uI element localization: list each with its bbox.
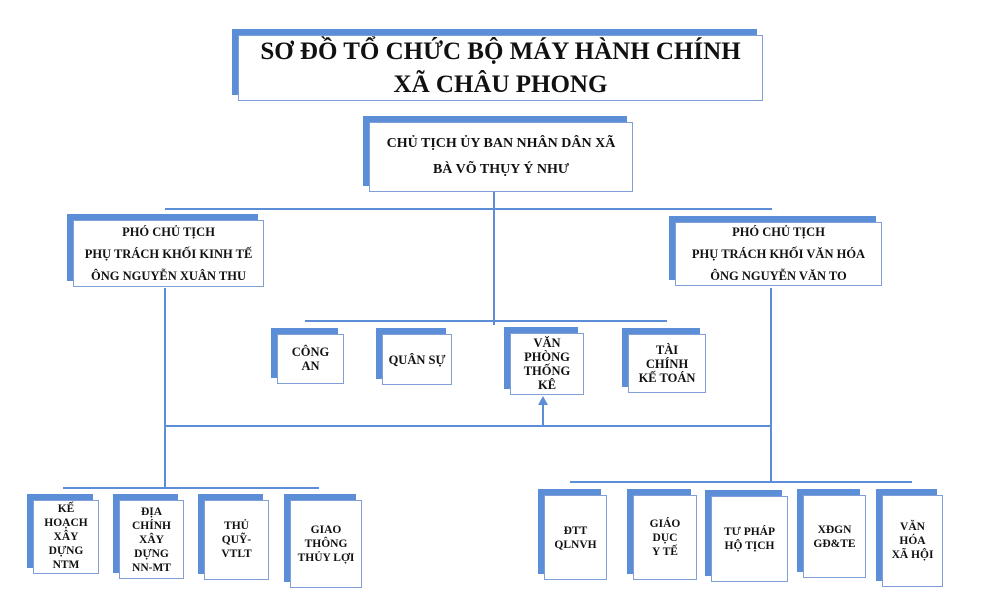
unit-education-line-2: DỤC xyxy=(652,531,678,544)
unit-poverty-line-1: XĐGN xyxy=(817,523,852,536)
economic-units-bar xyxy=(63,487,319,489)
unit-land-line-3: XÂY xyxy=(139,533,164,546)
unit-planning-line-2: HOẠCH xyxy=(44,517,88,529)
unit-police-line-2: AN xyxy=(301,359,320,373)
vice-chairman-culture-box: PHÓ CHỦ TỊCH PHỤ TRÁCH KHỐI VĂN HÓA ÔNG … xyxy=(675,222,882,286)
vice-culture-drop xyxy=(770,288,772,481)
unit-planning-line-1: KẾ xyxy=(57,503,75,515)
vice-culture-title: PHÓ CHỦ TỊCH xyxy=(732,225,825,239)
vice-culture-name: ÔNG NGUYỄN VĂN TO xyxy=(710,269,847,283)
bottom-horizontal-connector xyxy=(164,425,772,427)
unit-office-line-4: KÊ xyxy=(537,378,557,392)
title-line-1: SƠ ĐỒ TỔ CHỨC BỘ MÁY HÀNH CHÍNH xyxy=(260,38,741,65)
vice-economic-title: PHÓ CHỦ TỊCH xyxy=(122,224,215,239)
unit-police-line-1: CÔNG xyxy=(291,345,330,359)
unit-military: QUÂN SỰ xyxy=(382,334,452,385)
unit-cultural-center: ĐTT QLNVH xyxy=(544,495,607,580)
unit-culture-society-line-3: XÃ HỘI xyxy=(891,549,934,561)
unit-transport-line-1: GIAO xyxy=(310,524,342,536)
vice-economic-name: ÔNG NGUYỄN XUÂN THU xyxy=(91,268,246,283)
unit-statistics-office: VĂN PHÒNG THỐNG KÊ xyxy=(510,333,584,395)
vice-economic-role: PHỤ TRÁCH KHỐI KINH TẾ xyxy=(84,246,253,261)
unit-military-line-1: QUÂN SỰ xyxy=(388,352,446,367)
unit-office-line-3: THỐNG xyxy=(523,364,571,378)
unit-planning-line-5: NTM xyxy=(52,559,80,571)
unit-education-line-3: Y TẾ xyxy=(652,545,678,558)
unit-land-line-5: NN-MT xyxy=(132,561,171,574)
unit-education-health: GIÁO DỤC Y TẾ xyxy=(633,495,697,580)
chairman-name: BÀ VÕ THỤY Ý NHƯ xyxy=(432,162,570,177)
culture-units-bar xyxy=(570,481,912,483)
unit-treasury: THỦ QUỸ- VTLT xyxy=(204,500,269,580)
vice-horizontal-connector xyxy=(165,208,772,210)
chairman-title: CHỦ TỊCH ỦY BAN NHÂN DÂN XÃ xyxy=(386,136,616,151)
unit-culture-society-line-2: HÓA xyxy=(899,535,926,547)
unit-justice-line-1: TƯ PHÁP xyxy=(724,526,775,538)
unit-transport-line-2: THÔNG xyxy=(304,538,348,550)
unit-justice-civil: TƯ PHÁP HỘ TỊCH xyxy=(711,496,788,582)
unit-police: CÔNG AN xyxy=(277,334,344,384)
unit-office-line-2: PHÒNG xyxy=(524,350,570,364)
unit-cultural-center-line-2: QLNVH xyxy=(554,538,597,551)
chart-title: SƠ ĐỒ TỔ CHỨC BỘ MÁY HÀNH CHÍNH XÃ CHÂU … xyxy=(238,35,763,101)
unit-land-admin: ĐỊA CHÍNH XÂY DỰNG NN-MT xyxy=(119,500,184,579)
unit-poverty-line-2: GĐ&TE xyxy=(813,537,856,550)
unit-transport-irrigation: GIAO THÔNG THỦY LỢI xyxy=(290,500,362,588)
mid-units-connector xyxy=(305,320,667,322)
unit-poverty-family: XĐGN GĐ&TE xyxy=(803,495,866,578)
unit-finance-line-3: KẾ TOÁN xyxy=(638,370,696,385)
unit-finance-line-1: TÀI xyxy=(655,342,679,357)
chairman-box: CHỦ TỊCH ỦY BAN NHÂN DÂN XÃ BÀ VÕ THỤY Ý… xyxy=(369,122,633,192)
unit-treasury-line-3: VTLT xyxy=(221,548,252,560)
unit-culture-society: VĂN HÓA XÃ HỘI xyxy=(882,495,943,587)
unit-treasury-line-2: QUỸ- xyxy=(221,534,252,546)
unit-finance: TÀI CHÍNH KẾ TOÁN xyxy=(628,334,706,393)
chair-connector xyxy=(493,192,495,325)
unit-finance-line-2: CHÍNH xyxy=(645,356,689,371)
unit-land-line-1: ĐỊA xyxy=(140,505,163,518)
unit-culture-society-line-1: VĂN xyxy=(900,521,925,533)
unit-planning-ntm: KẾ HOẠCH XÂY DỰNG NTM xyxy=(33,500,99,574)
vice-culture-role: PHỤ TRÁCH KHỐI VĂN HÓA xyxy=(691,247,866,261)
unit-planning-line-4: DỰNG xyxy=(48,545,84,557)
vice-chairman-economic-box: PHÓ CHỦ TỊCH PHỤ TRÁCH KHỐI KINH TẾ ÔNG … xyxy=(73,220,264,287)
vice-economic-drop xyxy=(164,288,166,488)
unit-education-line-1: GIÁO xyxy=(649,517,681,530)
unit-planning-line-3: XÂY xyxy=(53,531,79,543)
unit-cultural-center-line-1: ĐTT xyxy=(563,524,588,537)
unit-land-line-2: CHÍNH xyxy=(132,519,171,532)
unit-treasury-line-1: THỦ xyxy=(224,520,249,532)
unit-office-line-1: VĂN xyxy=(533,336,561,350)
title-line-2: XÃ CHÂU PHONG xyxy=(393,71,608,98)
unit-land-line-4: DỰNG xyxy=(134,547,169,560)
unit-justice-line-2: HỘ TỊCH xyxy=(724,540,775,552)
unit-transport-line-3: THỦY LỢI xyxy=(297,552,355,564)
